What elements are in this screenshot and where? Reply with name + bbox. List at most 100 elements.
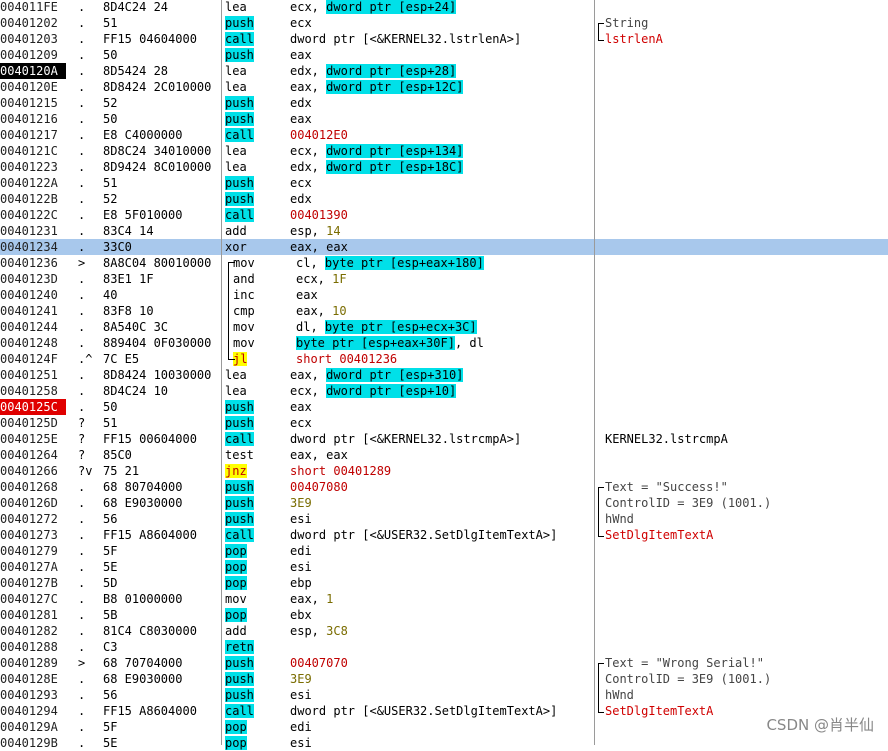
operand: byte ptr [esp+ecx+3C]	[324, 320, 477, 334]
operand: eax,	[290, 368, 327, 382]
operand: eax	[290, 400, 312, 414]
operand: ecx,	[290, 0, 327, 14]
operand: dword ptr [esp+10]	[326, 384, 457, 398]
hex-bytes: 50	[103, 112, 118, 126]
mnemonic-text: call	[225, 704, 254, 718]
mnemonic-text: lea	[225, 384, 247, 398]
hex-bytes: 5E	[103, 560, 118, 574]
mnemonic-text: call	[225, 32, 254, 46]
operand: esi	[290, 512, 312, 526]
operand: 10	[332, 304, 347, 318]
address: 0040120A	[0, 63, 66, 79]
hex-bytes: 68 80704000	[103, 480, 183, 494]
operand: 00407080	[290, 480, 348, 494]
mnemonic-text: push	[225, 672, 254, 686]
comment	[605, 575, 888, 591]
hex-bytes: 52	[103, 96, 118, 110]
mnemonic: lea	[225, 143, 291, 159]
address: 00401273	[0, 528, 58, 542]
hex-bytes: 5F	[103, 544, 118, 558]
mnemonic: push	[225, 415, 291, 431]
flow-marker: .	[78, 512, 86, 526]
operand: edx,	[290, 160, 327, 174]
mnemonic: pop	[225, 607, 291, 623]
mnemonic: push	[225, 47, 291, 63]
mnemonic-text: lea	[225, 64, 247, 78]
operands: ebx	[290, 607, 590, 623]
operand: edx	[290, 96, 312, 110]
operand: dl,	[296, 320, 325, 334]
mnemonic: call	[225, 527, 291, 543]
hex-bytes: 8D4C24 10	[103, 384, 169, 398]
mnemonic: lea	[225, 79, 291, 95]
address: 00401266	[0, 464, 58, 478]
flow-marker: >	[78, 256, 86, 270]
mnemonic-text: add	[225, 224, 247, 238]
mnemonic: push	[225, 191, 291, 207]
watermark: CSDN @肖半仙	[766, 714, 874, 735]
mnemonic: lea	[225, 63, 291, 79]
address: 00401251	[0, 368, 58, 382]
comment	[605, 559, 888, 575]
operands: eax, eax	[290, 239, 590, 255]
comment	[605, 47, 888, 63]
mnemonic: call	[225, 207, 291, 223]
mnemonic-text: retn	[225, 640, 254, 654]
address: 00401209	[0, 48, 58, 62]
operands: eax, 10	[290, 303, 596, 319]
address: 00401264	[0, 448, 58, 462]
mnemonic-text: mov	[233, 320, 255, 334]
address: 0040127A	[0, 560, 58, 574]
operand: short 00401236	[296, 352, 398, 366]
operand: dword ptr [<&KERNEL32.lstrcmpA>]	[290, 432, 522, 446]
